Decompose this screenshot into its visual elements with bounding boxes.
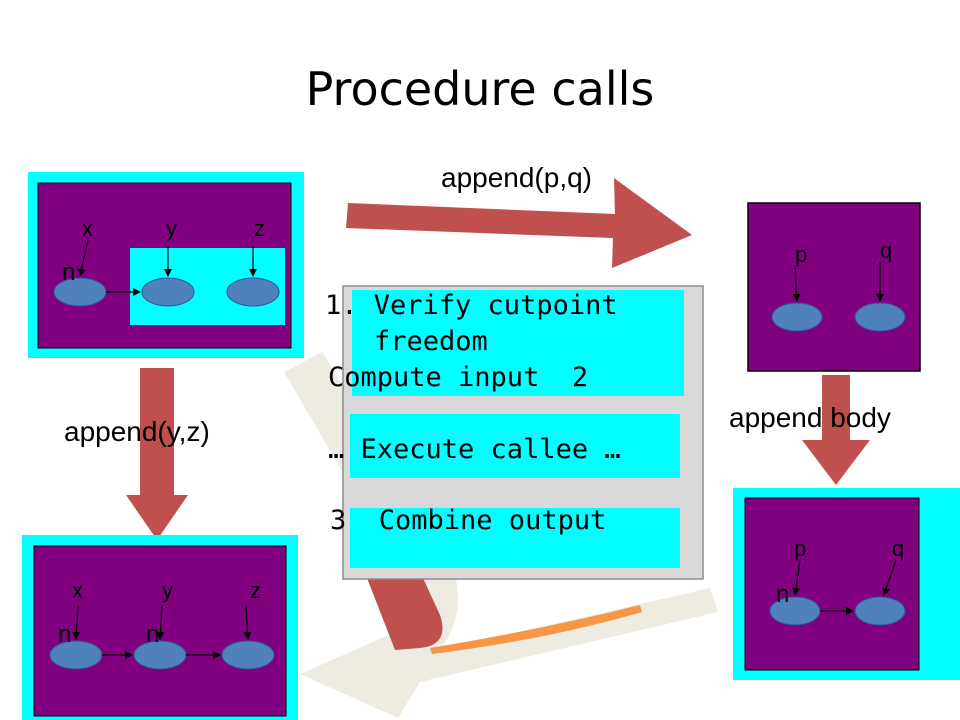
call-arrow-label: append(p,q) bbox=[441, 162, 593, 193]
step-1-line-1: 1. Verify cutpoint bbox=[325, 290, 618, 321]
var-z-label: z bbox=[254, 216, 265, 241]
heap-top-left: x y z n bbox=[28, 172, 304, 358]
var-z-label: z bbox=[250, 578, 261, 603]
step-2: Compute input 2 bbox=[328, 362, 589, 393]
var-y-label: y bbox=[166, 216, 177, 241]
orange-arrow bbox=[430, 605, 642, 654]
step-1-line-2: freedom bbox=[374, 326, 488, 357]
node-p bbox=[771, 302, 823, 332]
ghost-return-arrow bbox=[284, 352, 718, 718]
var-q-label: q bbox=[880, 238, 892, 263]
var-p-label: p bbox=[795, 242, 807, 267]
left-down-arrow bbox=[126, 368, 188, 540]
node-q bbox=[854, 302, 906, 332]
node-z bbox=[226, 277, 280, 307]
edge-n-label: n bbox=[776, 581, 789, 608]
page-title: Procedure calls bbox=[305, 62, 655, 116]
edge-n-label-2: n bbox=[146, 621, 159, 648]
call-arrow bbox=[346, 178, 692, 268]
heap-bottom-left: x y z n n bbox=[22, 535, 298, 720]
left-arrow-label: append(y,z) bbox=[64, 416, 210, 447]
step-3: 3 Combine output bbox=[330, 505, 607, 536]
step-execute: … Execute callee … bbox=[328, 434, 621, 465]
right-down-arrow bbox=[802, 375, 870, 485]
body-arrow-label: append body bbox=[729, 402, 891, 433]
node-q bbox=[854, 596, 906, 626]
var-y-label: y bbox=[162, 578, 173, 603]
var-q-label: q bbox=[892, 536, 904, 561]
node-y bbox=[141, 277, 195, 307]
heap-top-right: p q bbox=[747, 202, 921, 372]
var-x-label: x bbox=[82, 216, 93, 241]
edge-n-label: n bbox=[62, 259, 75, 286]
node-z bbox=[221, 640, 275, 670]
var-p-label: p bbox=[794, 536, 806, 561]
steps-panel bbox=[342, 285, 704, 580]
var-x-label: x bbox=[72, 578, 83, 603]
edge-n-label-1: n bbox=[58, 621, 71, 648]
node-y bbox=[133, 640, 187, 670]
heap-bottom-right: p q n bbox=[733, 488, 960, 680]
